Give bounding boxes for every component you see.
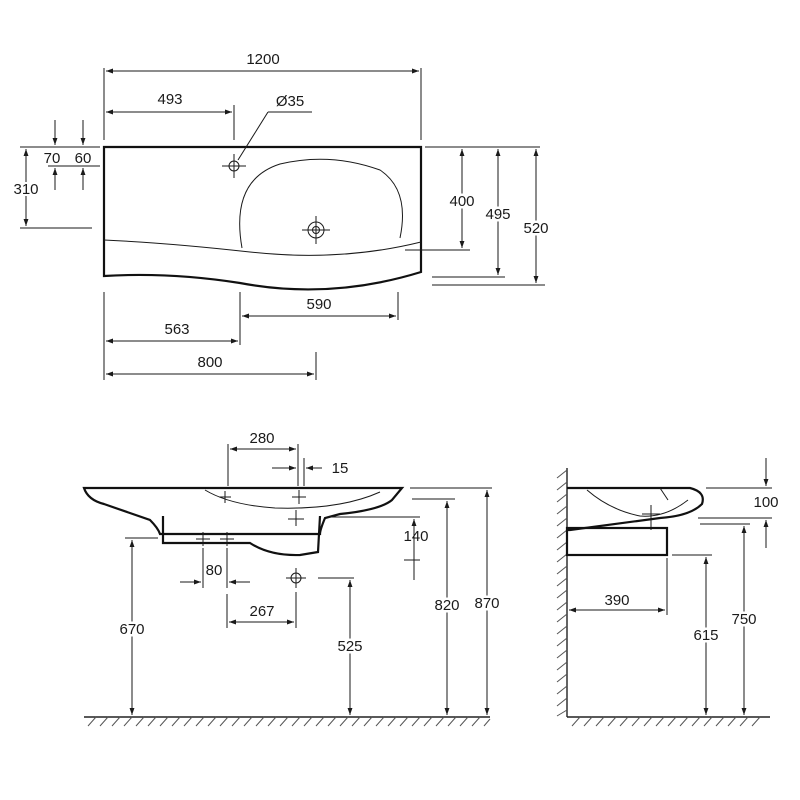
label-tap-diameter: Ø35 [276, 93, 304, 110]
basin-outline-top [102, 145, 423, 291]
cabinet-side [565, 526, 669, 557]
side-view: 100 390 615 750 [556, 458, 781, 727]
tap-hole-icon [222, 154, 246, 178]
bowl-side-curve [586, 489, 689, 517]
pipe-left-icon [196, 532, 210, 546]
bowl-outline [239, 158, 403, 249]
label-depth-right: 520 [523, 220, 548, 237]
basin-outline-side [567, 486, 704, 532]
label-rim-thickness: 100 [753, 494, 778, 511]
drain-front-icon [288, 510, 304, 526]
label-top-height: 750 [731, 611, 756, 628]
label-cabinet-bottom-height: 670 [119, 621, 144, 638]
label-bowl-depth: 400 [449, 193, 474, 210]
label-cabinet-width: 800 [197, 354, 222, 371]
trap-icon [286, 568, 306, 588]
label-pipe-spacing: 80 [206, 562, 223, 579]
label-tap-spread: 280 [249, 430, 274, 447]
label-drain-offset: 563 [164, 321, 189, 338]
label-overall-width: 1200 [246, 51, 279, 68]
label-rim-height-high: 870 [474, 595, 499, 612]
drain-side-icon [642, 505, 660, 530]
tap-left-icon [219, 491, 231, 503]
bowl-section [204, 489, 381, 509]
front-view: 280 15 140 80 267 670 525 [82, 430, 502, 727]
label-depth-left: 495 [485, 206, 510, 223]
tap-right-icon [292, 490, 306, 504]
label-trap-height: 525 [337, 638, 362, 655]
label-bottom-height: 615 [693, 627, 718, 644]
label-rim-height-low: 820 [434, 597, 459, 614]
floor-hatch-front [87, 716, 491, 727]
drain-icon [302, 216, 330, 244]
top-view: 1200 493 Ø35 70 60 310 400 495 520 [11, 51, 551, 380]
floor-hatch-side [571, 716, 761, 727]
wall-hatch [556, 469, 568, 717]
label-drain-to-trap: 267 [249, 603, 274, 620]
label-depth-front: 70 [44, 150, 61, 167]
label-tap-offset-front: 15 [332, 460, 349, 477]
label-projection: 390 [604, 592, 629, 609]
label-bowl-width: 590 [306, 296, 331, 313]
label-depth-back: 60 [75, 150, 92, 167]
label-tap-offset: 493 [157, 91, 182, 108]
basin-front-curve [103, 239, 422, 256]
basin-outline-front [82, 486, 405, 536]
cabinet-front [161, 515, 322, 557]
label-basin-thickness: 140 [403, 528, 428, 545]
label-tap-from-front: 310 [13, 181, 38, 198]
pipe-right-icon [220, 532, 234, 546]
